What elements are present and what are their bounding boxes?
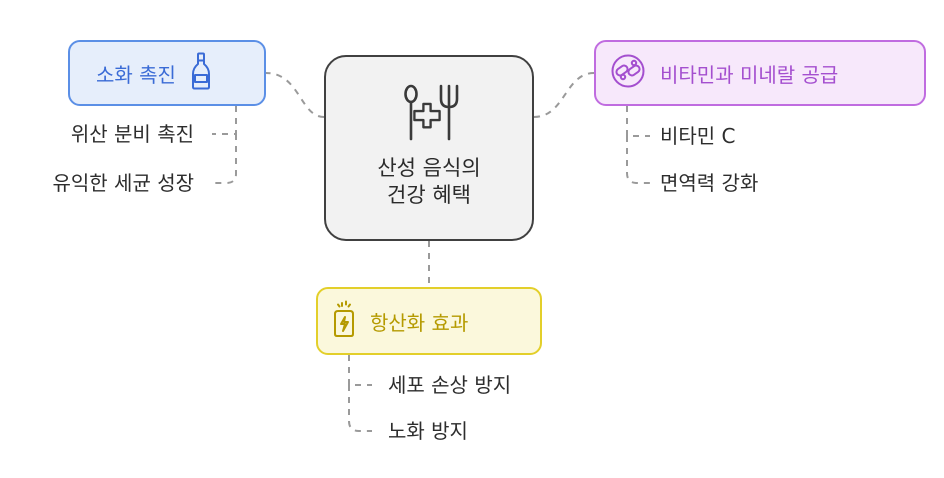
connector-vitamins-to-item-1 [626, 106, 650, 137]
connector-center-to-vitamins [533, 72, 595, 118]
vitamins-item-1: 비타민 C [660, 124, 736, 148]
connector-digestion-to-item-2 [212, 134, 237, 184]
branch-digestion[interactable]: 소화 촉진 [68, 40, 266, 106]
branch-vitamins[interactable]: 비타민과 미네랄 공급 [594, 40, 926, 106]
center-title: 산성 음식의 건강 혜택 [377, 156, 481, 207]
connector-digestion-to-item-1 [212, 106, 237, 135]
branch-antioxidant-label: 항산화 효과 [370, 310, 469, 335]
connector-vitamins-to-item-2 [626, 136, 650, 184]
center-node[interactable]: 산성 음식의 건강 혜택 [324, 55, 534, 241]
branch-antioxidant[interactable]: 항산화 효과 [316, 287, 542, 355]
digestion-item-1: 위산 분비 촉진 [70, 122, 194, 146]
connector-center-to-digestion [265, 72, 325, 118]
connector-antioxidant-to-item-1 [348, 355, 372, 386]
connector-antioxidant-to-item-2 [348, 385, 372, 432]
antioxidant-item-2: 노화 방지 [388, 419, 468, 443]
antioxidant-item-1: 세포 손상 방지 [388, 373, 512, 397]
utensils-health-icon [404, 84, 459, 141]
vitamins-item-2: 면역력 강화 [660, 171, 759, 195]
branch-vitamins-label: 비타민과 미네랄 공급 [660, 62, 839, 87]
branch-digestion-label: 소화 촉진 [96, 62, 176, 87]
bottle-icon [190, 52, 212, 94]
energy-drink-icon [332, 300, 356, 342]
pills-icon [610, 53, 646, 93]
digestion-item-2: 유익한 세균 성장 [52, 171, 194, 195]
